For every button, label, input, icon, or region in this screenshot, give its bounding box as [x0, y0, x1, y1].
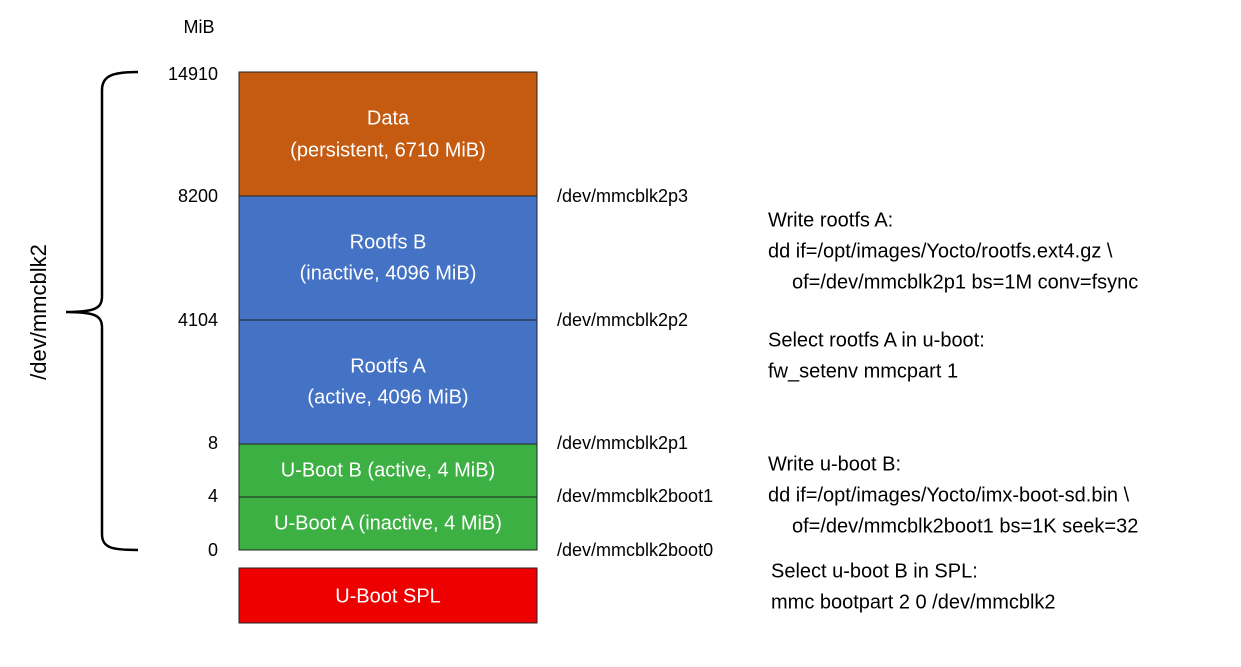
block-rootfs-b: Rootfs B (inactive, 4096 MiB) — [238, 195, 538, 321]
block-rootfs-a: Rootfs A (active, 4096 MiB) — [238, 319, 538, 445]
note-write-rootfs-a: Write rootfs A: dd if=/opt/images/Yocto/… — [768, 209, 1138, 293]
disk-label: /dev/mmcblk2 — [26, 244, 51, 380]
block-data-detail: (persistent, 6710 MiB) — [290, 139, 486, 161]
boundary-label: 4 — [208, 486, 218, 506]
note-command: of=/dev/mmcblk2p1 bs=1M conv=fsync — [792, 271, 1138, 293]
note-select-uboot-b: Select u-boot B in SPL: mmc bootpart 2 0… — [771, 560, 1056, 613]
boundary-label: 0 — [208, 540, 218, 560]
note-heading: Select rootfs A in u-boot: — [768, 329, 985, 351]
block-uboot-b: U-Boot B (active, 4 MiB) — [238, 443, 538, 498]
block-uboot-b-rect — [238, 443, 538, 498]
block-uboot-a: U-Boot A (inactive, 4 MiB) — [238, 496, 538, 551]
note-select-rootfs-a: Select rootfs A in u-boot: fw_setenv mmc… — [768, 329, 985, 382]
boundary-label: 8 — [208, 433, 218, 453]
block-data: Data (persistent, 6710 MiB) — [238, 71, 538, 197]
note-command: dd if=/opt/images/Yocto/rootfs.ext4.gz \ — [768, 240, 1113, 262]
block-rootfs-b-detail: (inactive, 4096 MiB) — [300, 262, 477, 284]
unit-label: MiB — [184, 17, 215, 37]
note-write-uboot-b: Write u-boot B: dd if=/opt/images/Yocto/… — [768, 453, 1138, 537]
block-rootfs-b-title: Rootfs B — [350, 231, 427, 253]
block-spl-title: U-Boot SPL — [335, 585, 441, 607]
boundary-label: 14910 — [168, 64, 218, 84]
block-rootfs-b-rect — [238, 195, 538, 321]
note-command: dd if=/opt/images/Yocto/imx-boot-sd.bin … — [768, 484, 1130, 506]
device-label: /dev/mmcblk2p2 — [557, 310, 688, 330]
device-label: /dev/mmcblk2boot0 — [557, 540, 713, 560]
boundary-label: 4104 — [178, 310, 218, 330]
block-spl: U-Boot SPL — [238, 567, 538, 624]
note-command: fw_setenv mmcpart 1 — [768, 360, 958, 382]
note-heading: Write rootfs A: — [768, 209, 893, 231]
device-label: /dev/mmcblk2boot1 — [557, 486, 713, 506]
block-data-title: Data — [367, 107, 410, 129]
device-label: /dev/mmcblk2p1 — [557, 433, 688, 453]
note-command: of=/dev/mmcblk2boot1 bs=1K seek=32 — [792, 515, 1138, 537]
boundary-label: 8200 — [178, 186, 218, 206]
block-rootfs-a-rect — [238, 319, 538, 445]
block-rootfs-a-title: Rootfs A — [350, 355, 426, 377]
device-label: /dev/mmcblk2p3 — [557, 186, 688, 206]
note-heading: Select u-boot B in SPL: — [771, 560, 978, 582]
block-uboot-a-rect — [238, 496, 538, 551]
disk-brace — [65, 70, 139, 552]
block-uboot-b-title: U-Boot B (active, 4 MiB) — [281, 459, 496, 481]
note-command: mmc bootpart 2 0 /dev/mmcblk2 — [771, 591, 1056, 613]
block-rootfs-a-detail: (active, 4096 MiB) — [307, 386, 468, 408]
block-data-rect — [238, 71, 538, 197]
block-spl-rect — [238, 567, 538, 624]
block-uboot-a-title: U-Boot A (inactive, 4 MiB) — [274, 512, 502, 534]
note-heading: Write u-boot B: — [768, 453, 901, 475]
